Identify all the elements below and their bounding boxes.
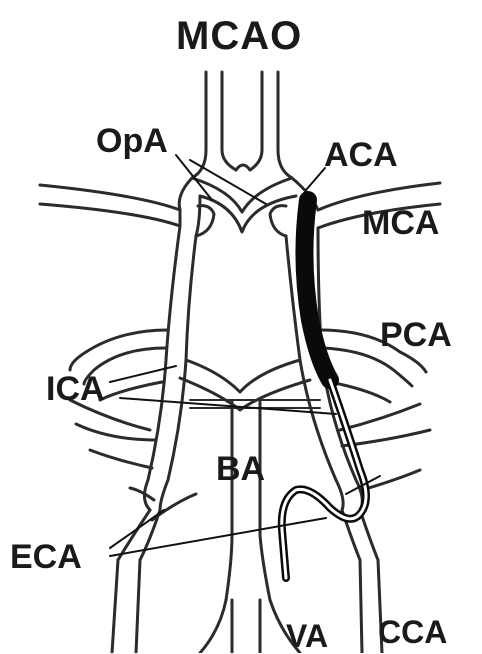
label-eca: ECA	[10, 540, 82, 574]
label-pca: PCA	[380, 318, 452, 352]
ica-left-trunk	[144, 178, 200, 510]
va-lower	[200, 600, 300, 653]
eca-left	[112, 488, 196, 653]
lower-left-branches	[70, 400, 156, 468]
basilar-artery	[190, 400, 320, 600]
label-mca: MCA	[362, 206, 439, 240]
posterior-ring	[180, 360, 310, 410]
label-opa: OpA	[96, 124, 168, 158]
label-cca: CCA	[378, 616, 447, 648]
label-ba: BA	[216, 452, 265, 486]
diagram-title: MCAO	[176, 16, 302, 56]
label-aca: ACA	[324, 138, 398, 172]
label-ica: ICA	[46, 372, 105, 406]
mca-left	[40, 185, 180, 226]
circle-of-willis	[192, 178, 296, 236]
label-va: VA	[286, 620, 328, 652]
anterior-top-vessels	[192, 72, 292, 178]
